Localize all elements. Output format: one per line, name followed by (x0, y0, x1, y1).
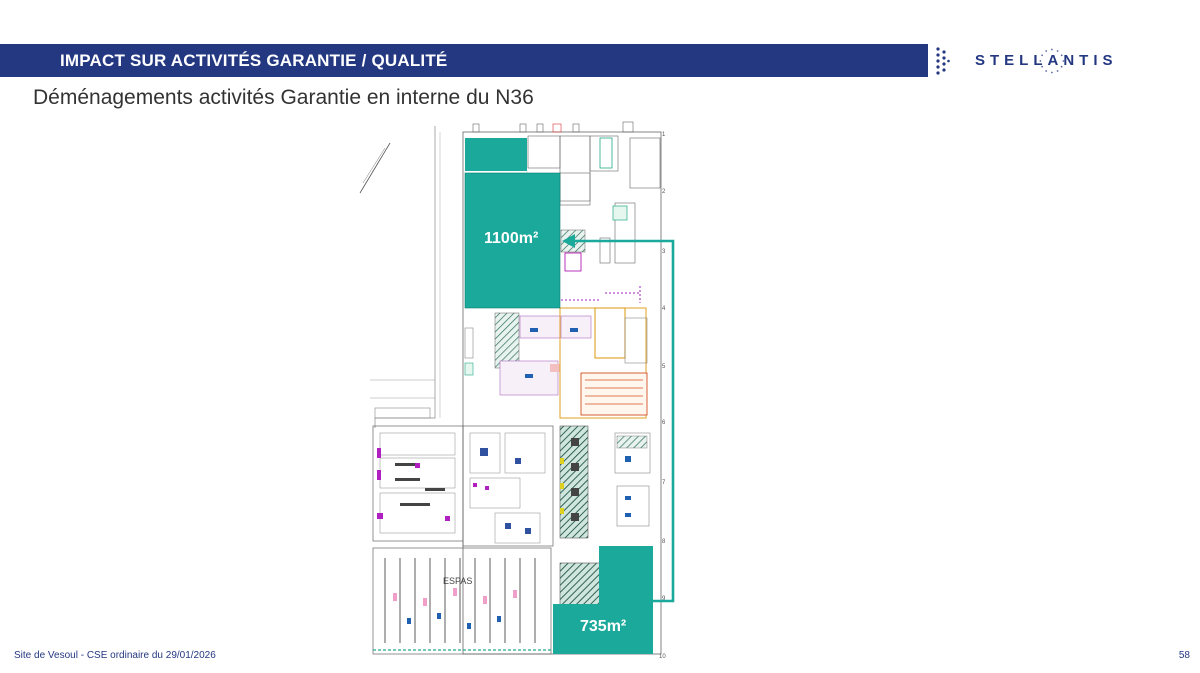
zone-1100 (465, 173, 560, 308)
grid-label: 10 (659, 654, 666, 660)
logo-letter-a: A (1039, 48, 1065, 74)
side-room (624, 317, 648, 364)
storage-racks (384, 558, 536, 643)
red-zone-lines (585, 379, 643, 405)
page-title: IMPACT SUR ACTIVITÉS GARANTIE / QUALITÉ (60, 51, 448, 70)
office-room (616, 485, 650, 527)
road-line (362, 147, 386, 184)
grid-labels: 1 2 3 4 5 6 7 8 9 10 (659, 132, 666, 660)
green-room-outline (599, 137, 613, 169)
grid-label: 6 (662, 420, 666, 426)
floor-plan-drawing: ESPAS 1 2 3 4 5 6 7 8 9 10 (355, 118, 680, 662)
grid-label: 1 (662, 132, 666, 138)
office-rooms-top (527, 135, 661, 264)
grid-label: 8 (662, 539, 666, 545)
workstation-marks (625, 456, 631, 517)
logo-dot-ring-icon (1039, 48, 1065, 74)
zone-735-label: 735m² (580, 618, 627, 635)
grid-label: 3 (662, 249, 666, 255)
zone-735-upper (599, 546, 653, 604)
grid-label: 7 (662, 480, 666, 486)
grid-label: 4 (662, 306, 666, 312)
page-number: 58 (1178, 650, 1190, 661)
zone-735 (553, 604, 653, 654)
yellow-markers (560, 458, 564, 514)
office-room (614, 432, 651, 474)
equipment-marks (480, 448, 531, 534)
zone-1100-top-annex (465, 138, 527, 171)
magenta-room (564, 252, 582, 272)
magenta-equipment (377, 448, 450, 521)
grid-label: 2 (662, 189, 666, 195)
building-wall (374, 407, 431, 419)
green-room (612, 205, 628, 221)
transfer-arrow (573, 239, 675, 603)
office-block (462, 425, 554, 547)
storage-area (372, 547, 552, 655)
floor-plan: ESPAS 1 2 3 4 5 6 7 8 9 10 1100m² 735m² (355, 118, 680, 662)
utility-marks (472, 121, 634, 133)
hatched-zone (559, 562, 601, 606)
office-partitions (469, 432, 546, 544)
slide-subtitle: Déménagements activités Garantie en inte… (33, 86, 534, 109)
hatched-zone (616, 435, 648, 449)
storage-label: ESPAS (443, 576, 472, 586)
logo-text-start: STELL (975, 52, 1048, 69)
zone-1100-label: 1100m² (484, 230, 539, 247)
purple-partition (561, 286, 641, 303)
workstation-grid (499, 315, 592, 396)
red-zone (580, 372, 648, 416)
dark-equipment (571, 438, 579, 521)
desk-blocks (395, 463, 445, 506)
pink-rack-markers (393, 588, 517, 606)
side-room (464, 327, 474, 359)
grid-label: 9 (662, 596, 666, 602)
arrow-head-icon (562, 234, 575, 248)
hatched-zone (494, 312, 520, 369)
blue-rack-markers (407, 613, 501, 629)
header-bar: IMPACT SUR ACTIVITÉS GARANTIE / QUALITÉ (0, 44, 928, 77)
footer-site-info: Site de Vesoul - CSE ordinaire du 29/01/… (14, 650, 216, 661)
dots-pattern-icon (936, 47, 950, 75)
magenta-equipment (473, 483, 489, 490)
logo-text-end: NTIS (1063, 52, 1118, 69)
road-line (359, 142, 391, 194)
green-marker (464, 362, 474, 376)
grid-label: 5 (662, 364, 666, 370)
